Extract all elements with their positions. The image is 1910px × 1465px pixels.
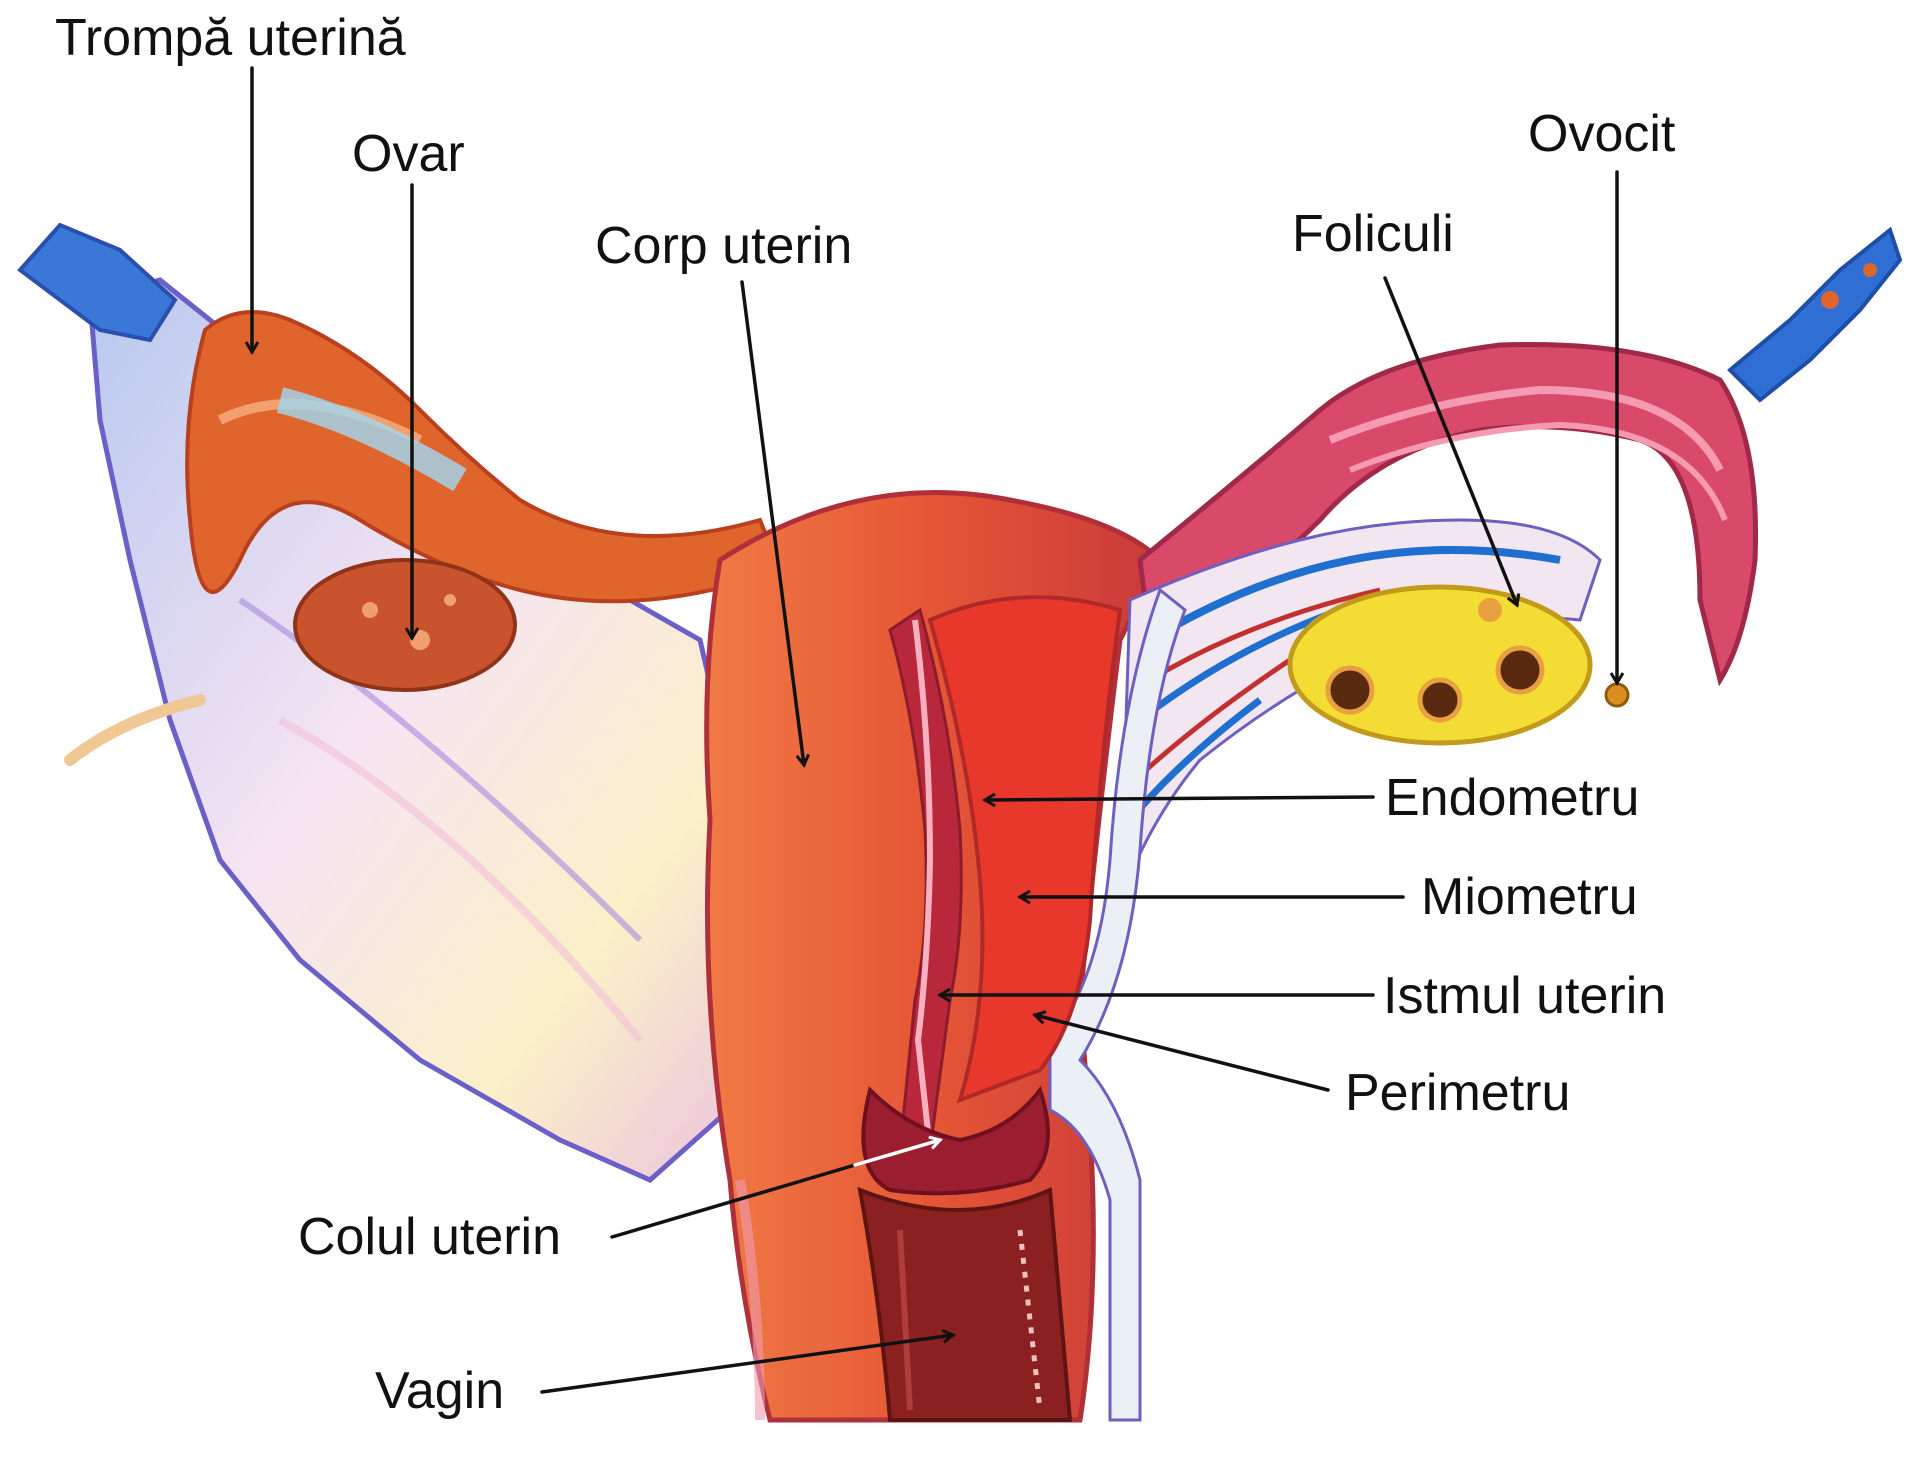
uterine-cavity bbox=[912, 619, 934, 1151]
arrow-corp bbox=[740, 280, 804, 765]
label-ovocit: Ovocit bbox=[1528, 105, 1676, 163]
label-corp-uterin: Corp uterin bbox=[595, 217, 853, 275]
vagina bbox=[857, 1186, 1073, 1422]
arrow-endometru bbox=[985, 797, 1375, 800]
follicle bbox=[1495, 645, 1545, 695]
perimetrium bbox=[1048, 587, 1187, 1422]
cervix bbox=[861, 1085, 1050, 1196]
label-vagin: Vagin bbox=[375, 1362, 505, 1420]
follicle bbox=[1325, 665, 1375, 715]
left-ovary bbox=[293, 558, 517, 692]
arrow-vagin bbox=[540, 1335, 953, 1394]
pointer-arrows bbox=[252, 66, 1617, 1394]
label-trompa-uterina: Trompă uterină bbox=[55, 9, 406, 67]
label-ovar: Ovar bbox=[352, 125, 465, 183]
arrow-colul-head bbox=[853, 1140, 940, 1167]
arrow-foliculi bbox=[1383, 276, 1517, 605]
follicle bbox=[1417, 677, 1463, 723]
label-colul-uterin: Colul uterin bbox=[298, 1208, 562, 1266]
label-perimetru: Perimetru bbox=[1345, 1064, 1571, 1122]
left-tube-end bbox=[17, 222, 178, 343]
myometrium bbox=[927, 595, 1123, 1104]
fimbriae-left bbox=[185, 310, 783, 604]
label-foliculi: Foliculi bbox=[1292, 205, 1454, 263]
follicle bbox=[1478, 598, 1502, 622]
label-istmul-uterin: Istmul uterin bbox=[1383, 967, 1667, 1025]
arrow-colul-shaft bbox=[610, 1163, 857, 1239]
round-ligament bbox=[64, 694, 206, 766]
oocyte bbox=[1604, 682, 1630, 708]
label-miometru: Miometru bbox=[1421, 868, 1638, 926]
right-tube-end bbox=[1727, 226, 1903, 403]
arrow-perimetru bbox=[1035, 1015, 1330, 1092]
label-endometru: Endometru bbox=[1385, 769, 1640, 827]
